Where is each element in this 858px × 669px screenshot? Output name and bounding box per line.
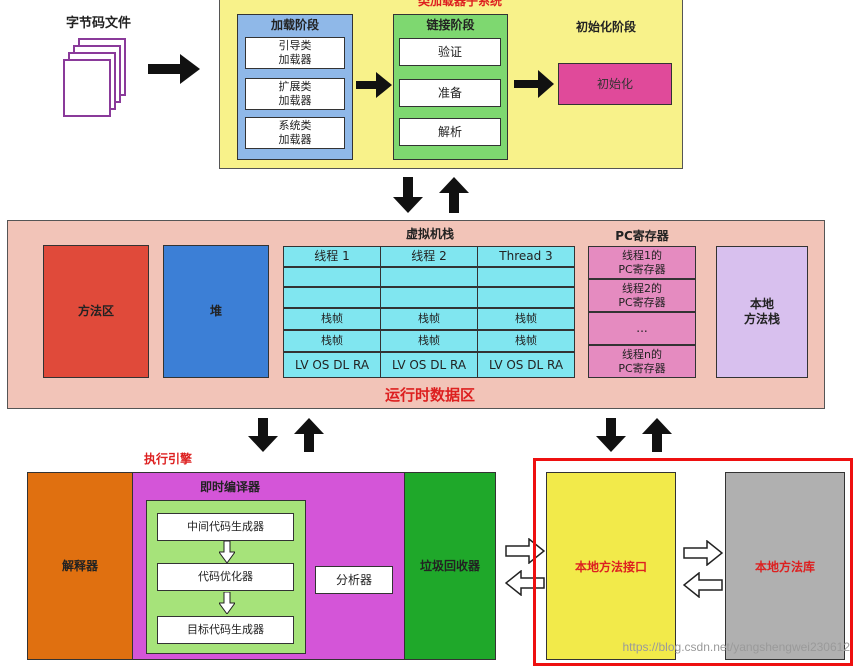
bytecode-label: 字节码文件 <box>66 16 132 31</box>
stack-slot <box>380 287 478 308</box>
arrow-up-icon <box>642 418 672 452</box>
init-step: 初始化 <box>558 63 672 105</box>
pc-register: 线程1的 PC寄存器 线程2的 PC寄存器 ... 线程n的 PC寄存器 <box>588 246 696 378</box>
pc-register-cell: ... <box>588 312 696 345</box>
frame-vars: LV OS DL RA <box>477 352 575 378</box>
native-method-library: 本地方法库 <box>725 472 845 660</box>
arrow-right-icon <box>148 54 200 84</box>
native-method-stack: 本地 方法栈 <box>716 246 808 378</box>
arrow-right-icon <box>356 72 392 98</box>
garbage-collector: 垃圾回收器 <box>404 472 496 660</box>
verify-step: 验证 <box>399 38 501 66</box>
thread-header: Thread 3 <box>477 246 575 267</box>
stack-slot <box>477 267 575 287</box>
stack-slot <box>283 287 381 308</box>
vm-stack-title: 虚拟机栈 <box>405 226 454 241</box>
stack-slot <box>380 267 478 287</box>
thread-header: 线程 2 <box>380 246 478 267</box>
arrow-down-icon <box>596 418 626 452</box>
execution-engine-title: 执行引擎 <box>144 452 193 466</box>
analyzer: 分析器 <box>315 566 393 594</box>
system-classloader: 系统类 加载器 <box>245 117 345 149</box>
watermark: https://blog.csdn.net/yangshengwei230612 <box>622 640 850 654</box>
pc-register-cell: 线程1的 PC寄存器 <box>588 246 696 279</box>
arrow-right-icon <box>683 540 723 566</box>
stack-frame: 栈帧 <box>477 308 575 330</box>
stack-slot <box>283 267 381 287</box>
stack-slot <box>477 287 575 308</box>
bootstrap-classloader: 引导类 加载器 <box>245 37 345 69</box>
code-optimizer: 代码优化器 <box>157 563 294 591</box>
arrow-down-icon <box>219 541 235 563</box>
frame-vars: LV OS DL RA <box>283 352 381 378</box>
stack-frame: 栈帧 <box>283 308 381 330</box>
arrow-down-icon <box>248 418 278 452</box>
frame-vars: LV OS DL RA <box>380 352 478 378</box>
target-code-generator: 目标代码生成器 <box>157 616 294 644</box>
intermediate-code-generator: 中间代码生成器 <box>157 513 294 541</box>
arrow-up-icon <box>294 418 324 452</box>
init-phase-title: 初始化阶段 <box>576 20 637 34</box>
jit-compiler-title: 即时编译器 <box>200 480 261 494</box>
arrow-down-icon <box>393 177 423 213</box>
arrow-down-icon <box>219 592 235 614</box>
native-highlight-frame <box>533 458 853 666</box>
bytecode-file-icon <box>63 38 144 117</box>
thread-header: 线程 1 <box>283 246 381 267</box>
stack-frame: 栈帧 <box>283 330 381 352</box>
native-method-interface: 本地方法接口 <box>546 472 676 660</box>
arrow-right-icon <box>514 70 554 98</box>
arrow-up-icon <box>439 177 469 213</box>
pc-register-title: PC寄存器 <box>615 228 669 243</box>
thread-column: 线程 1 栈帧 栈帧 LV OS DL RA <box>283 246 381 378</box>
classloader-title: 类加载器子系统 <box>417 0 502 8</box>
thread-column: Thread 3 栈帧 栈帧 LV OS DL RA <box>477 246 575 378</box>
extension-classloader: 扩展类 加载器 <box>245 78 345 110</box>
thread-column: 线程 2 栈帧 栈帧 LV OS DL RA <box>380 246 478 378</box>
interpreter: 解释器 <box>27 472 133 660</box>
pc-register-cell: 线程2的 PC寄存器 <box>588 279 696 312</box>
method-area: 方法区 <box>43 245 149 378</box>
arrow-left-icon <box>505 570 545 596</box>
stack-frame: 栈帧 <box>477 330 575 352</box>
arrow-left-icon <box>683 572 723 598</box>
resolve-step: 解析 <box>399 118 501 146</box>
runtime-title: 运行时数据区 <box>384 385 475 404</box>
pc-register-cell: 线程n的 PC寄存器 <box>588 345 696 378</box>
loading-phase-title: 加载阶段 <box>270 17 319 32</box>
stack-frame: 栈帧 <box>380 308 478 330</box>
stack-frame: 栈帧 <box>380 330 478 352</box>
linking-phase-title: 链接阶段 <box>426 17 475 32</box>
vm-stack: 线程 1 栈帧 栈帧 LV OS DL RA 线程 2 栈帧 栈帧 LV OS … <box>283 246 575 378</box>
heap: 堆 <box>163 245 269 378</box>
prepare-step: 准备 <box>399 79 501 107</box>
